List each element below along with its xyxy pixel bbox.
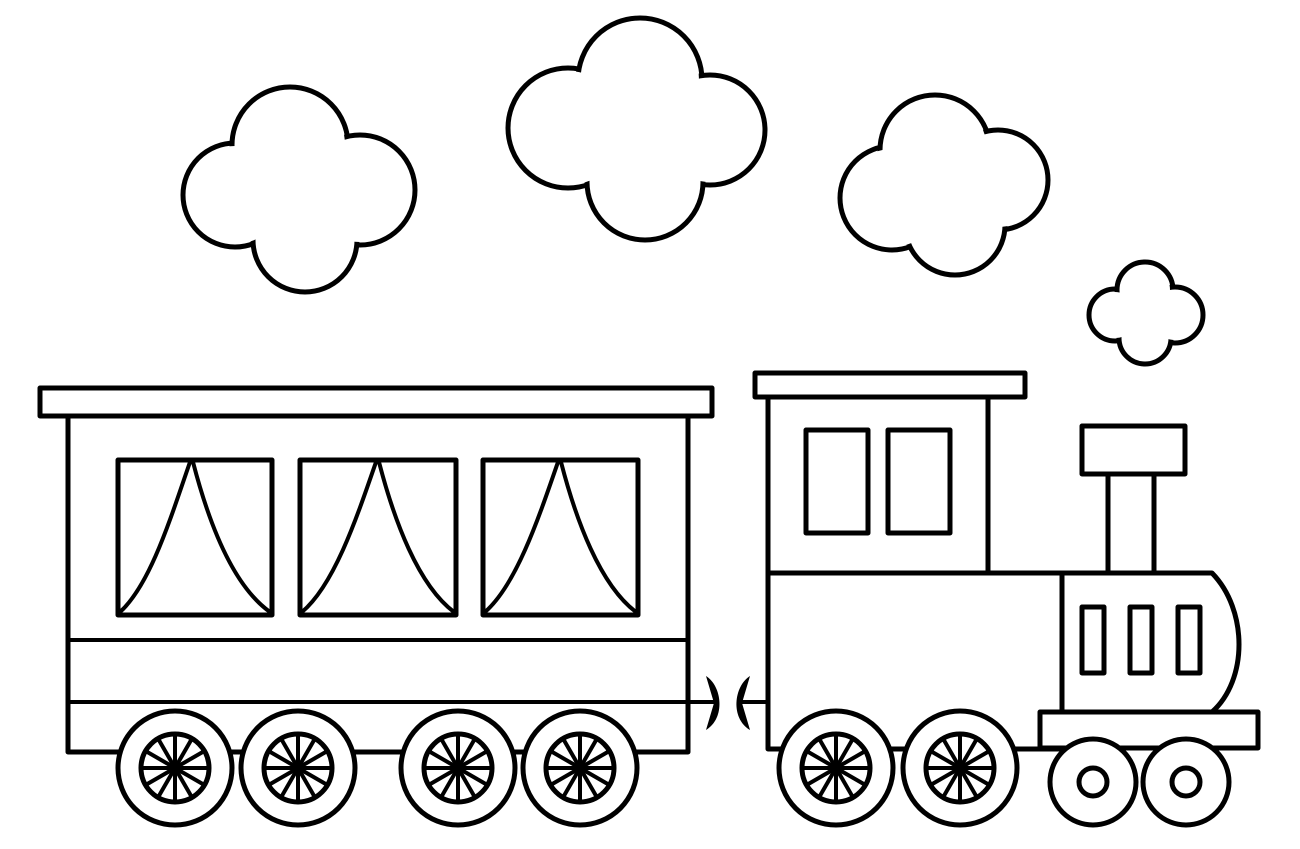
locomotive-driver-wheel-2 [900, 708, 1020, 828]
passenger-wheel-3 [398, 708, 518, 828]
cloud-middle [505, 15, 768, 243]
locomotive-cab-window-left [803, 427, 871, 536]
locomotive-driver-wheel-1 [776, 708, 896, 828]
locomotive-cab-window-right [885, 427, 953, 536]
locomotive [752, 370, 1261, 828]
boiler-slot-2 [1127, 604, 1155, 676]
passenger-wheel-4 [520, 708, 640, 828]
cloud-right [837, 92, 1051, 278]
boiler-slot-3 [1175, 604, 1203, 676]
passenger-window-2 [297, 457, 459, 618]
smokestack-pipe [1105, 471, 1157, 577]
cloud-left [180, 84, 418, 295]
passenger-window-3 [480, 457, 641, 618]
smoke-puff [1086, 259, 1206, 367]
locomotive-cab [765, 394, 991, 576]
passenger-window-1 [115, 457, 275, 618]
coupling [686, 676, 770, 730]
locomotive-cab-roof [752, 370, 1028, 400]
boiler-slot-1 [1079, 604, 1107, 676]
smokestack-cap [1079, 423, 1188, 477]
passenger-wheel-1 [115, 708, 235, 828]
passenger-car-roof [37, 385, 715, 419]
passenger-wheel-2 [238, 708, 358, 828]
passenger-car [37, 385, 715, 828]
locomotive-front-wheel-1 [1047, 736, 1139, 828]
locomotive-front-wheel-2 [1140, 736, 1232, 828]
